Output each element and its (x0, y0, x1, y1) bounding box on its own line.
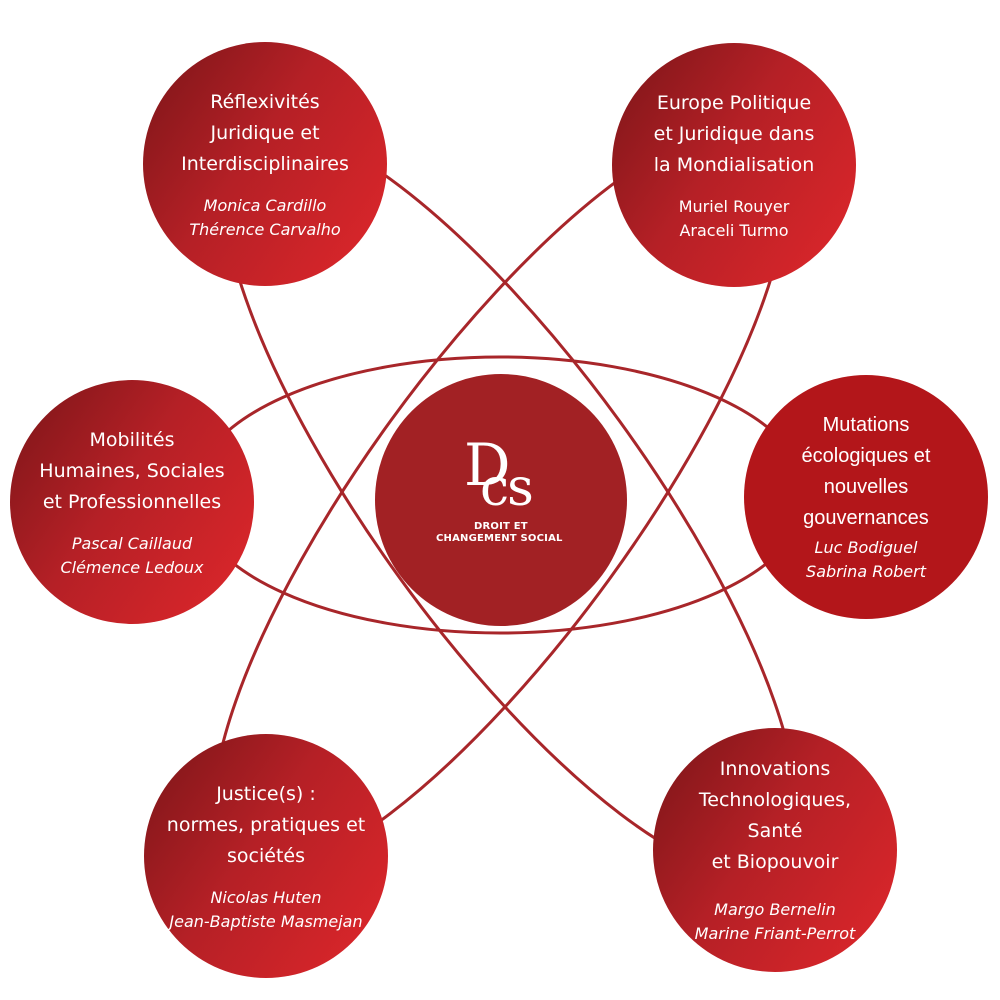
node-title: Mobilités Humaines, Sociales et Professi… (39, 425, 224, 518)
logo-letter-d: D (464, 431, 511, 499)
node-innovations: Innovations Technologiques, Santé et Bio… (653, 728, 897, 972)
title-line: Mutations (822, 414, 910, 436)
node-mobilites: Mobilités Humaines, Sociales et Professi… (10, 380, 254, 624)
title-line: Interdisciplinaires (181, 152, 349, 175)
person-name: Monica Cardillo (203, 195, 327, 215)
node-title: Mutations écologiques et nouvelles gouve… (802, 410, 931, 534)
node-mutations: Mutations écologiques et nouvelles gouve… (744, 375, 988, 619)
title-line: Innovations (719, 758, 831, 780)
title-line: Mobilités (89, 428, 175, 451)
person-name: Clémence Ledoux (60, 557, 204, 577)
person-name: Thérence Carvalho (189, 219, 341, 239)
person-name: Luc Bodiguel (814, 538, 918, 557)
node-people: Pascal Caillaud Clémence Ledoux (60, 532, 203, 580)
title-line: et Juridique dans (653, 122, 815, 145)
center-logo-circle: D cs DROIT ET CHANGEMENT SOCIAL (375, 374, 627, 626)
node-title: Innovations Technologiques, Santé et Bio… (671, 754, 879, 878)
title-line: et Professionnelles (42, 490, 222, 513)
title-line: Europe Politique (656, 91, 812, 114)
person-name: Sabrina Robert (806, 562, 926, 581)
node-people: Nicolas Huten Jean-Baptiste Masmejan (169, 886, 362, 934)
node-europe: Europe Politique et Juridique dans la Mo… (612, 43, 856, 287)
title-line: Réflexivités (210, 90, 320, 113)
title-line: gouvernances (803, 507, 929, 529)
node-title: Europe Politique et Juridique dans la Mo… (654, 88, 815, 181)
logo-text-line2: CHANGEMENT SOCIAL (436, 533, 563, 544)
logo-text-line1: DROIT ET (474, 521, 528, 532)
title-line: Juridique et (210, 121, 320, 144)
person-name: Margo Bernelin (714, 900, 836, 919)
node-people: Margo Bernelin Marine Friant-Perrot (695, 898, 856, 946)
title-line: Humaines, Sociales (39, 459, 225, 482)
node-title: Justice(s) : normes, pratiques et sociét… (167, 779, 365, 872)
node-people: Muriel Rouyer Araceli Turmo (679, 195, 790, 243)
title-line: écologiques et (801, 445, 931, 467)
title-line: et Biopouvoir (711, 851, 839, 873)
title-line: Technologiques, Santé (698, 789, 852, 842)
title-line: la Mondialisation (653, 153, 815, 176)
person-name: Pascal Caillaud (71, 533, 193, 553)
node-title: Réflexivités Juridique et Interdisciplin… (181, 87, 349, 180)
person-name: Muriel Rouyer (678, 196, 790, 216)
person-name: Nicolas Huten (210, 887, 322, 907)
node-people: Luc Bodiguel Sabrina Robert (806, 536, 926, 584)
person-name: Marine Friant-Perrot (694, 924, 856, 943)
title-line: sociétés (227, 844, 305, 867)
node-people: Monica Cardillo Thérence Carvalho (189, 194, 340, 242)
title-line: Justice(s) : (216, 782, 316, 805)
logo-letters-cs: cs (480, 458, 534, 518)
person-name: Araceli Turmo (679, 220, 789, 240)
dcs-logo: D cs DROIT ET CHANGEMENT SOCIAL (436, 436, 566, 560)
title-line: normes, pratiques et (166, 813, 366, 836)
node-reflexivites: Réflexivités Juridique et Interdisciplin… (143, 42, 387, 286)
node-justice: Justice(s) : normes, pratiques et sociét… (144, 734, 388, 978)
title-line: nouvelles (823, 476, 909, 498)
person-name: Jean-Baptiste Masmejan (169, 911, 363, 931)
